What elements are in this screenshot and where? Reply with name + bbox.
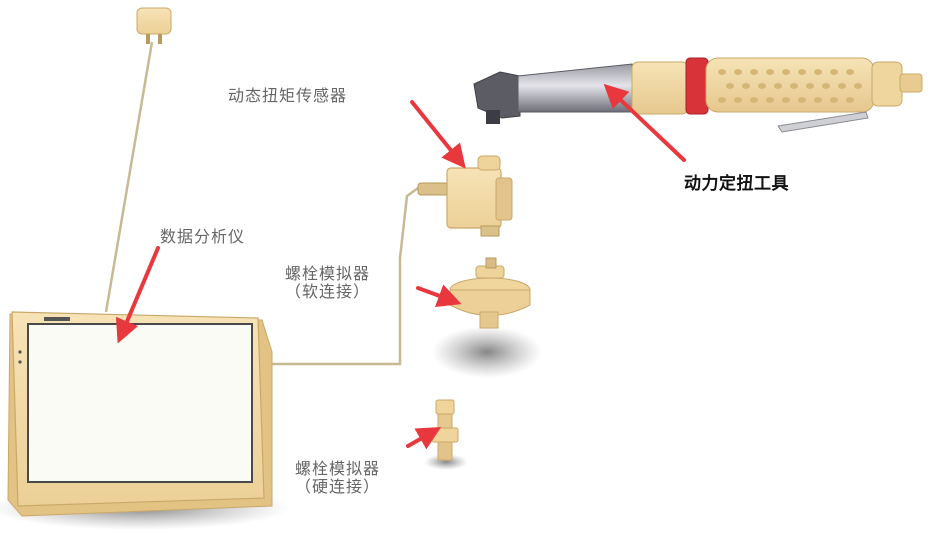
callout-arrows <box>115 83 686 450</box>
analyzer-screen <box>27 323 253 483</box>
data-analyzer-device <box>0 311 290 530</box>
label-bolt-soft-line2: （软连接） <box>285 282 371 301</box>
bolt-simulator-hard <box>424 399 468 470</box>
arrow-torque-sensor <box>410 100 466 169</box>
label-bolt-hard-line1: 螺栓模拟器 <box>295 459 381 478</box>
label-bolt-simulator-hard: 螺栓模拟器 （硬连接） <box>295 460 380 496</box>
label-power-tool: 动力定扭工具 <box>684 174 789 194</box>
arrow-bolt-hard <box>406 427 442 450</box>
label-bolt-hard-line2: （硬连接） <box>295 477 381 496</box>
label-data-analyzer: 数据分析仪 <box>160 227 246 246</box>
cables <box>104 41 419 366</box>
arrow-bolt-soft <box>416 284 462 308</box>
power-torque-tool <box>473 57 923 133</box>
power-plug <box>136 7 172 44</box>
arrow-data-analyzer <box>115 246 160 344</box>
bolt-simulator-soft <box>432 257 542 378</box>
torque-sensor <box>417 155 513 237</box>
arrow-power-tool <box>603 83 686 162</box>
label-bolt-simulator-soft: 螺栓模拟器 （软连接） <box>285 265 370 301</box>
label-bolt-soft-line1: 螺栓模拟器 <box>285 264 371 283</box>
label-torque-sensor: 动态扭矩传感器 <box>228 86 348 105</box>
